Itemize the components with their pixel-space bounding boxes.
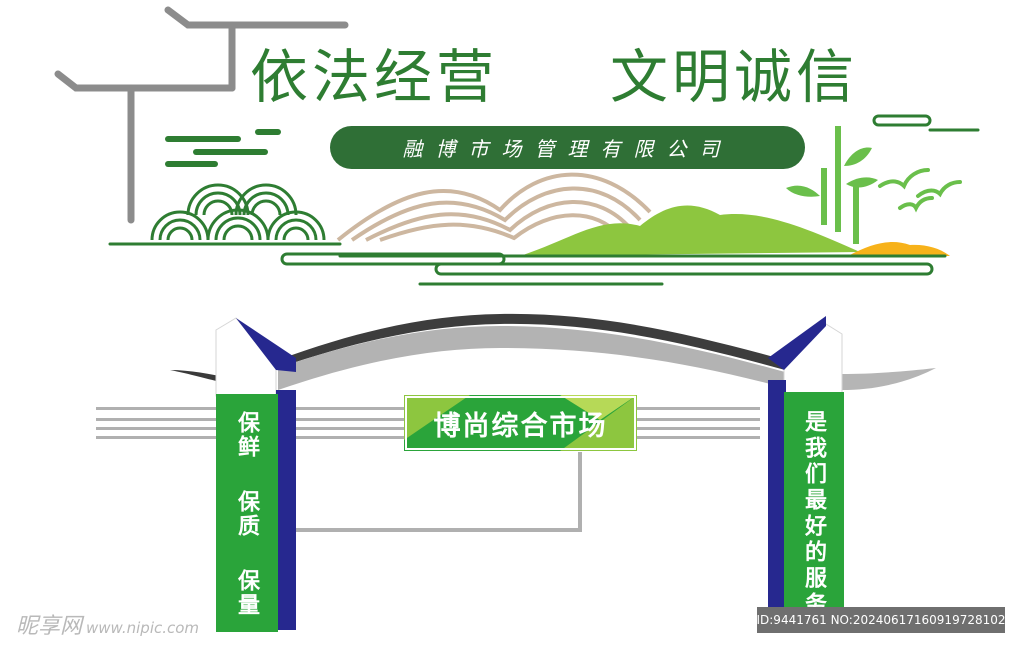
wave-arches-decoration xyxy=(150,183,326,241)
gate-roof-gray xyxy=(278,326,785,390)
company-name-banner: 融博市场管理有限公司 xyxy=(330,126,805,169)
eave-lines-decoration xyxy=(54,6,349,224)
right-pillar-green xyxy=(784,392,844,632)
right-pillar-cap-navy xyxy=(768,316,826,370)
tan-mountains-decoration xyxy=(336,172,652,242)
watermark-url: www.nipic.com xyxy=(86,619,200,637)
horizontal-lines-decoration xyxy=(108,114,980,286)
gate-left-swoosh xyxy=(170,370,230,384)
right-pillar-phrase: 是我们最好的服务 xyxy=(801,410,827,618)
watermark-brand-name: 昵享网 xyxy=(16,614,83,639)
left-pillar-phrase-1: 保鲜 xyxy=(234,410,260,459)
left-pillar-phrase-2: 保质 xyxy=(234,489,260,538)
market-name-sign: 博尚综合市场 xyxy=(433,410,608,442)
green-hills-decoration xyxy=(520,205,860,256)
left-pillar-phrase-3: 保量 xyxy=(234,569,260,618)
slogan-left: 依法经营 xyxy=(250,43,499,111)
slogan-right: 文明诚信 xyxy=(610,43,859,111)
gate-roof-dark xyxy=(278,313,785,370)
cloud-dashes-decoration xyxy=(165,129,281,167)
left-pillar-green xyxy=(216,394,278,632)
left-pillar-cap-navy xyxy=(236,318,296,372)
market-sign-board xyxy=(404,395,637,451)
gate-right-swoosh xyxy=(842,368,936,390)
left-pillar-text: 保鲜 保质 保量 xyxy=(216,404,278,624)
bamboo-decoration xyxy=(821,126,859,244)
left-pillar-navy-side xyxy=(276,390,296,630)
right-pillar-text: 是我们最好的服务 xyxy=(784,404,844,624)
orange-sand-decoration xyxy=(848,242,950,256)
left-pillar-cap-white xyxy=(215,317,277,397)
watermark-id-badge: ID:9441761 NO:20240617160919728102 xyxy=(756,607,1006,633)
sign-connector-line xyxy=(290,452,582,532)
bamboo-leaves-decoration xyxy=(786,147,878,197)
birds-decoration xyxy=(878,168,962,213)
right-pillar-navy-side xyxy=(768,380,786,630)
